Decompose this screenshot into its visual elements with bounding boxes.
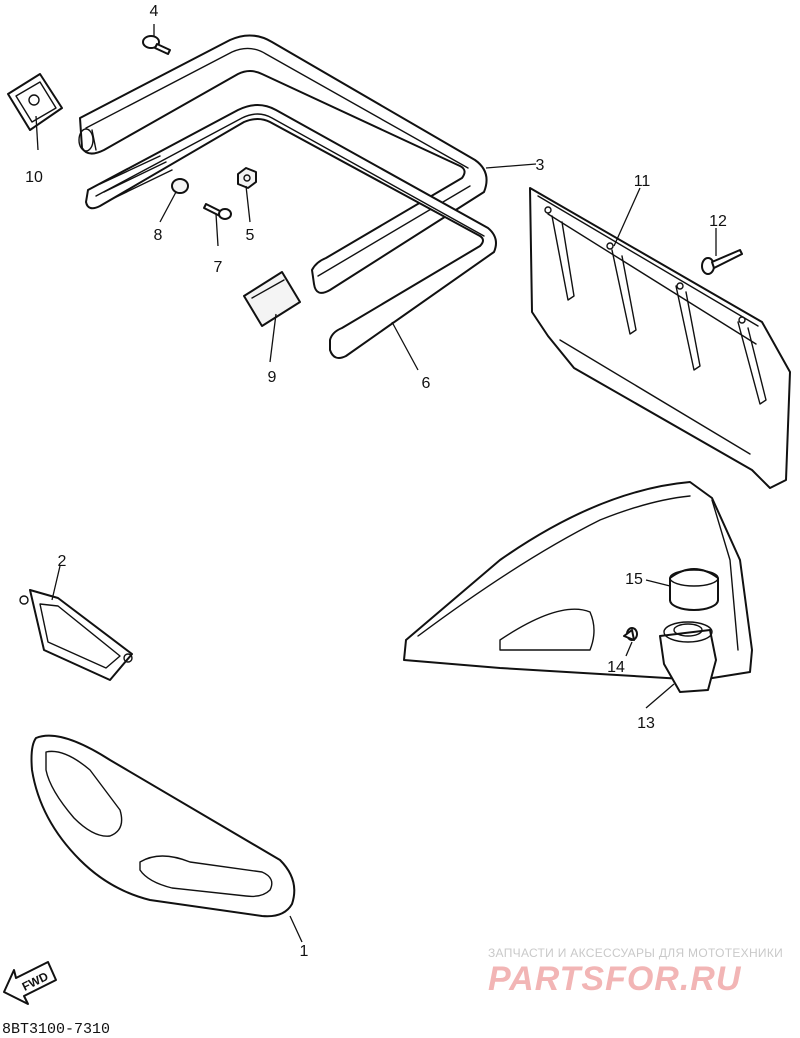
part-8-washer <box>171 178 189 194</box>
callout-7: 7 <box>214 259 223 276</box>
part-6-trim-rail <box>85 104 497 359</box>
callout-2: 2 <box>58 553 67 570</box>
part-10-bracket <box>7 73 63 131</box>
part-1-lower-cover <box>30 734 296 918</box>
callout-1: 1 <box>300 943 309 960</box>
side-cowl-assembly <box>403 481 753 681</box>
part-12-rivet <box>701 249 743 275</box>
callouts: 4 10 8 5 7 9 3 6 11 12 2 1 15 14 13 <box>25 3 727 960</box>
callout-15: 15 <box>625 571 643 588</box>
leader-lines <box>35 24 717 943</box>
part-15-grommet <box>669 568 719 611</box>
part-11-panel <box>529 187 791 489</box>
callout-13: 13 <box>637 715 655 732</box>
part-14-clip <box>623 627 638 641</box>
part-3-rail-frame <box>78 34 488 294</box>
callout-10: 10 <box>25 169 43 186</box>
callout-5: 5 <box>246 227 255 244</box>
callout-4: 4 <box>150 3 159 20</box>
watermark-brand: PARTSFOR.RU <box>488 960 742 998</box>
callout-3: 3 <box>536 157 545 174</box>
part-7-screw <box>203 203 232 220</box>
watermark-tagline: ЗАПЧАСТИ И АКСЕССУАРЫ ДЛЯ МОТОТЕХНИКИ <box>488 946 783 960</box>
part-5-nut <box>237 167 257 189</box>
callout-11: 11 <box>634 173 651 190</box>
callout-6: 6 <box>422 375 431 392</box>
callout-9: 9 <box>268 369 277 386</box>
part-code: 8BT3100-7310 <box>2 1021 110 1038</box>
callout-12: 12 <box>709 213 727 230</box>
callout-8: 8 <box>154 227 163 244</box>
fwd-arrow-icon: FWD <box>3 961 57 1005</box>
part-13-socket <box>659 621 717 693</box>
callout-14: 14 <box>607 659 625 676</box>
watermark: ЗАПЧАСТИ И АКСЕССУАРЫ ДЛЯ МОТОТЕХНИКИ PA… <box>488 946 783 998</box>
part-4-screw <box>142 35 171 55</box>
part-9-cap <box>243 271 301 327</box>
part-2-grille <box>19 589 133 681</box>
